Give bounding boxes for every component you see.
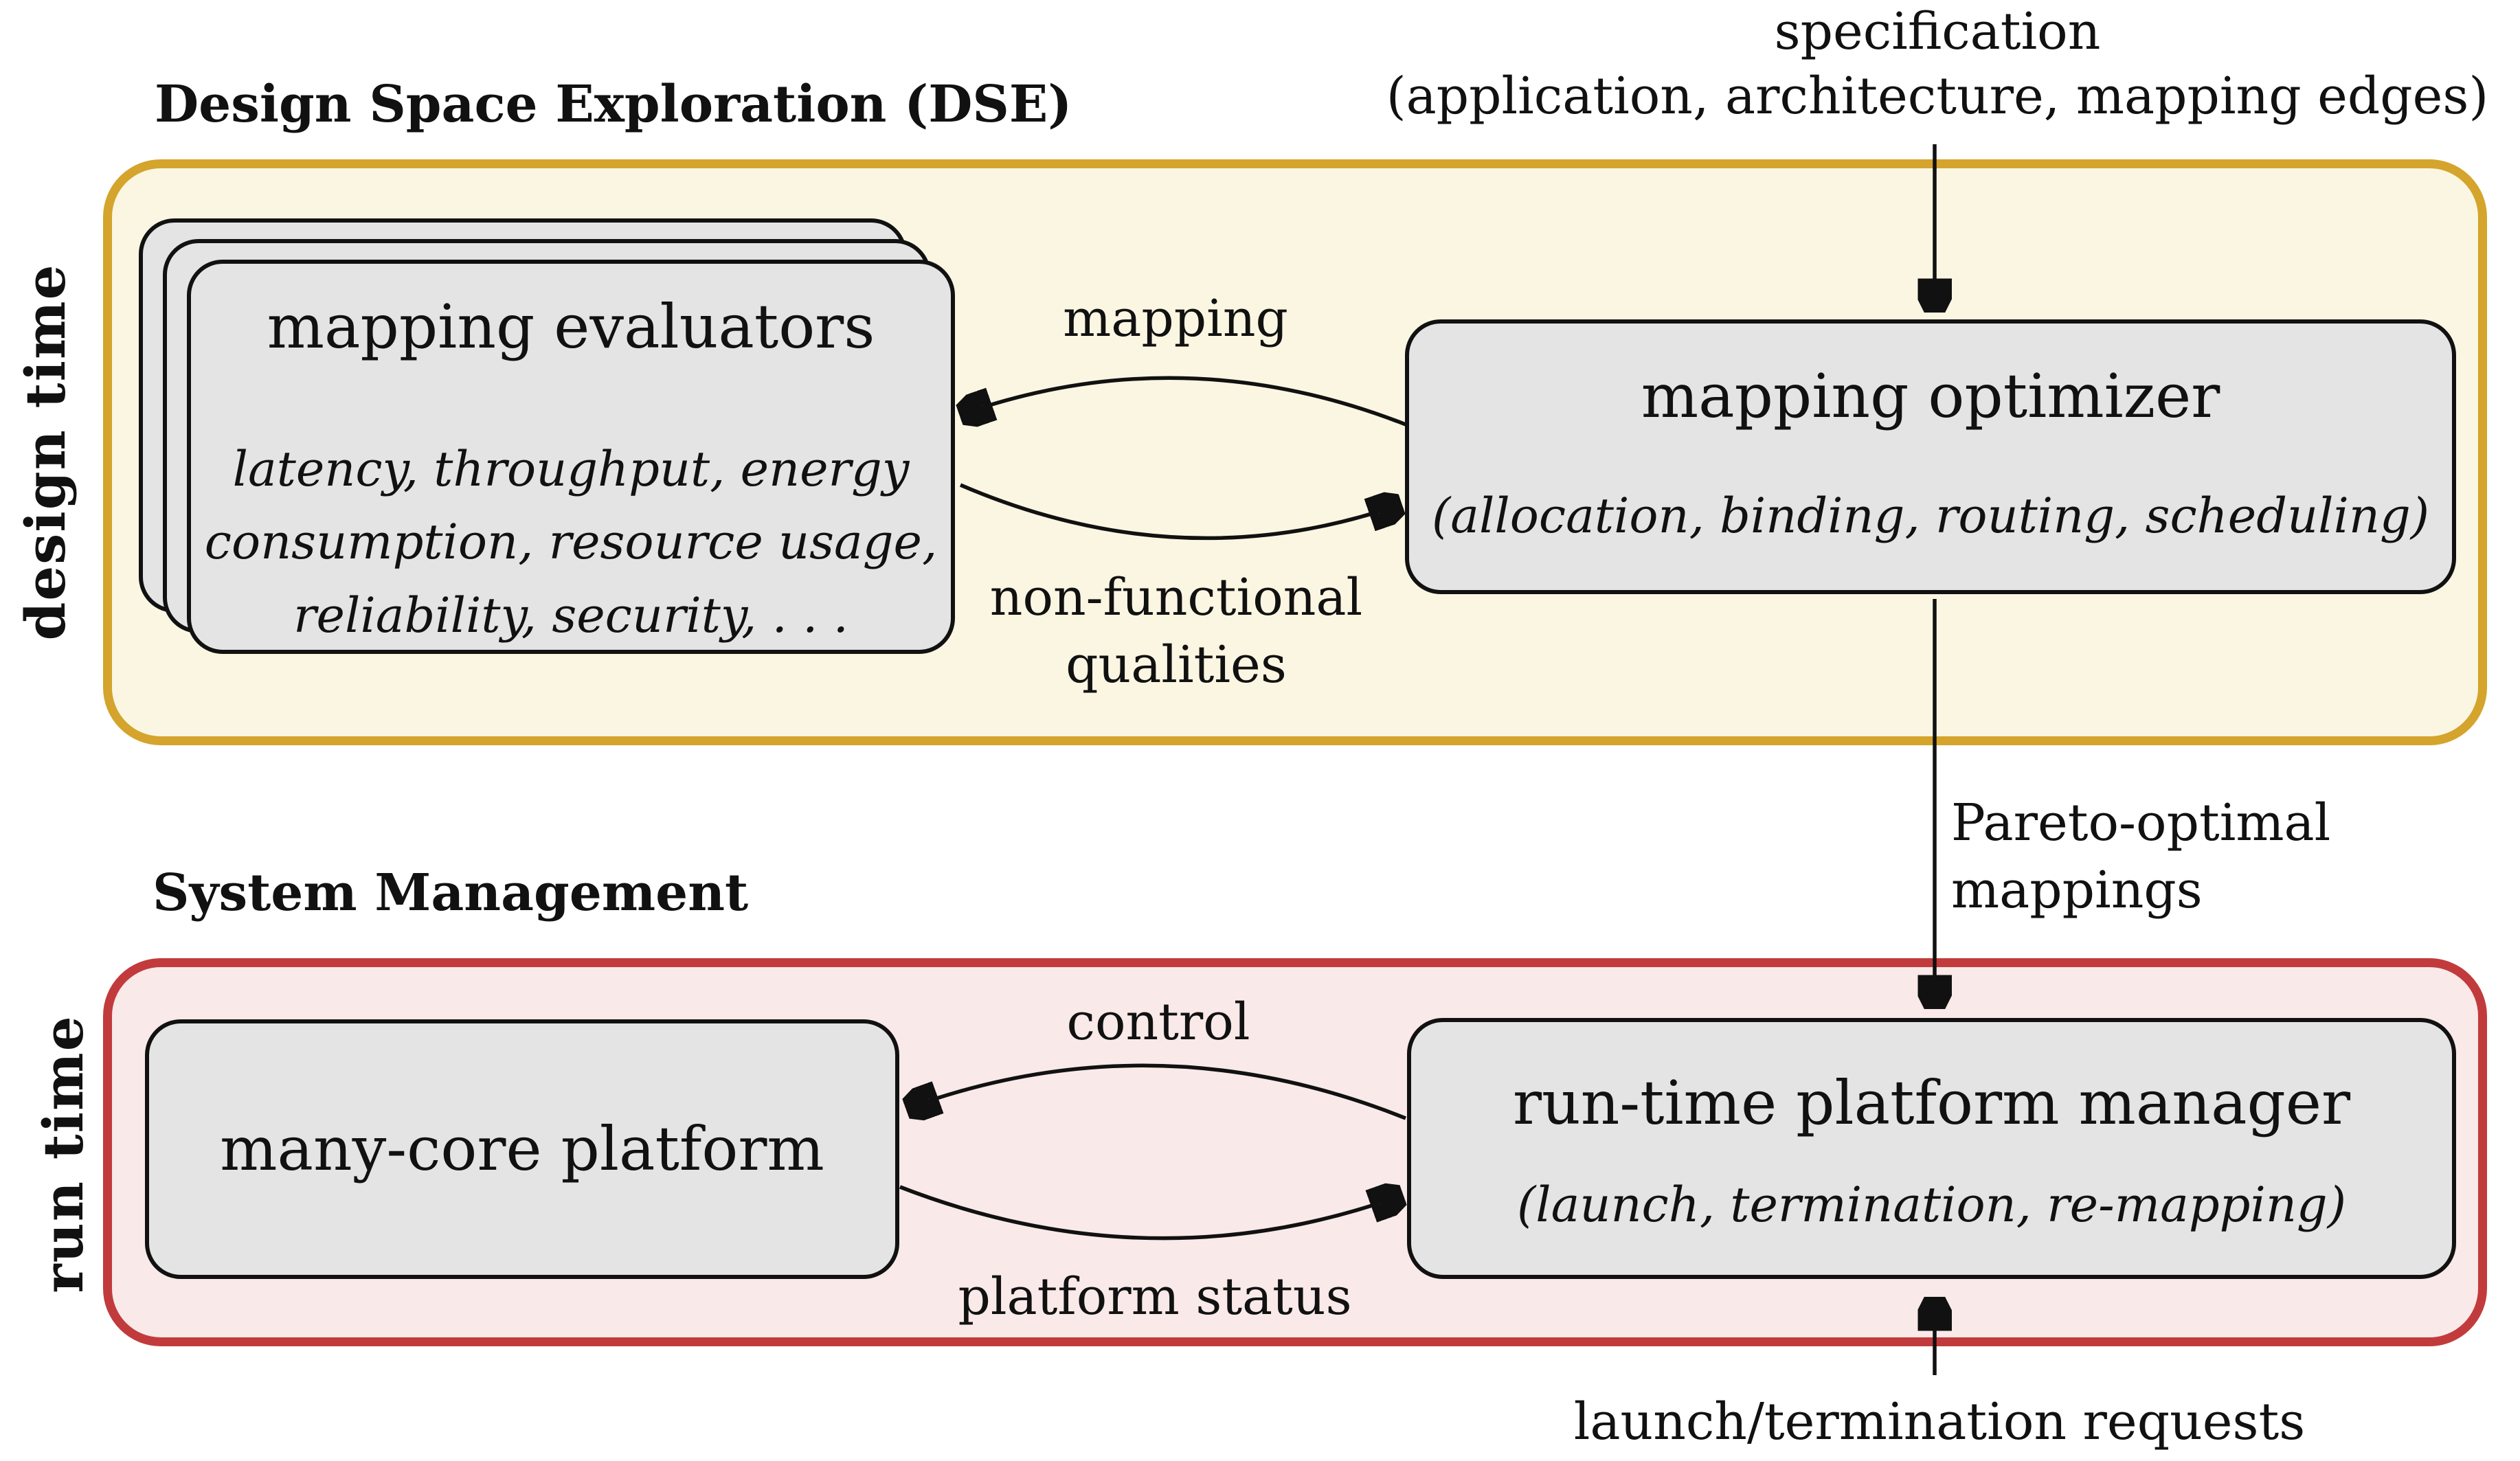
- system-management-title: System Management: [153, 863, 749, 922]
- mapping-evaluators-details: latency, throughput, energy consumption,…: [191, 433, 951, 652]
- evaluators-detail-line3: reliability, security, . . .: [293, 587, 848, 644]
- mapping-edge-label: mapping: [1063, 289, 1288, 348]
- mapping-optimizer-subtitle: (allocation, binding, routing, schedulin…: [1431, 488, 2430, 544]
- evaluators-detail-line2: consumption, resource usage,: [204, 514, 938, 571]
- specification-label-line1: specification: [1774, 2, 2101, 61]
- nonfunctional-qualities-label-line1: non-functional: [989, 568, 1363, 627]
- many-core-platform-title: many-core platform: [220, 1113, 824, 1184]
- pareto-mappings-label-line1: Pareto-optimal: [1951, 793, 2331, 852]
- runtime-platform-manager-subtitle: (launch, termination, re-mapping): [1516, 1177, 2347, 1233]
- dse-section-title: Design Space Exploration (DSE): [155, 75, 1072, 134]
- runtime-platform-manager-box: run-time platform manager (launch, termi…: [1407, 1018, 2456, 1279]
- many-core-platform-box: many-core platform: [145, 1019, 899, 1279]
- launch-termination-requests-label: launch/termination requests: [1573, 1392, 2306, 1451]
- nonfunctional-qualities-label-line2: qualities: [1066, 635, 1287, 694]
- mapping-evaluators-title: mapping evaluators: [267, 291, 875, 362]
- runtime-platform-manager-title: run-time platform manager: [1512, 1067, 2351, 1138]
- control-edge-label: control: [1066, 993, 1250, 1052]
- specification-label-line2: (application, architecture, mapping edge…: [1386, 67, 2489, 126]
- design-time-side-label: design time: [13, 263, 78, 641]
- pareto-mappings-label-line2: mappings: [1951, 861, 2203, 920]
- mapping-optimizer-box: mapping optimizer (allocation, binding, …: [1405, 319, 2456, 594]
- evaluators-detail-line1: latency, throughput, energy: [232, 441, 910, 497]
- mapping-evaluators-box: mapping evaluators latency, throughput, …: [187, 260, 955, 654]
- run-time-side-label: run time: [31, 1015, 95, 1293]
- platform-status-edge-label: platform status: [958, 1267, 1352, 1326]
- mapping-optimizer-title: mapping optimizer: [1641, 361, 2220, 431]
